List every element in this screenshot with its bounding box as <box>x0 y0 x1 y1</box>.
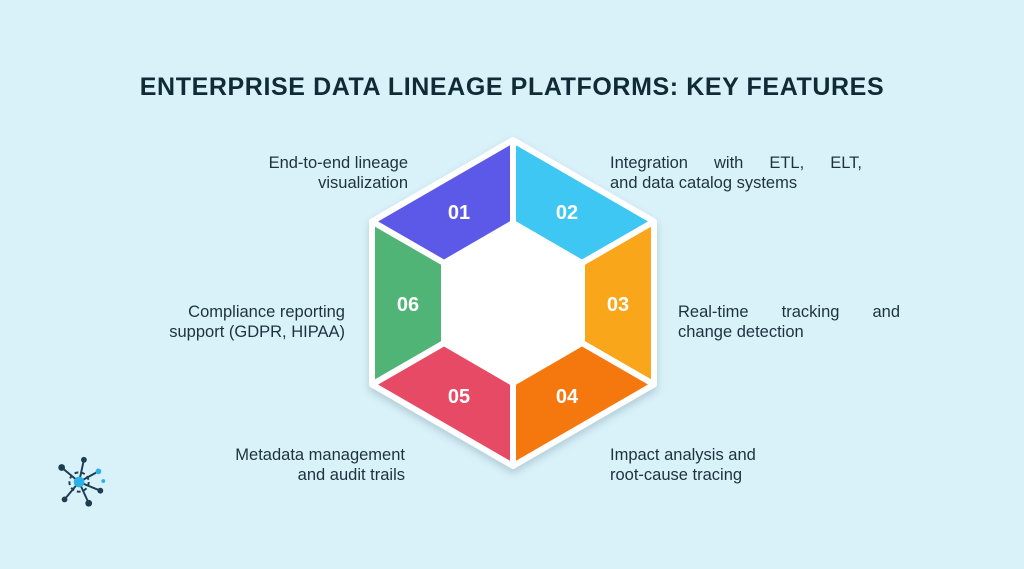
logo-node <box>101 479 106 483</box>
segment-number-02: 02 <box>556 202 578 224</box>
label-compliance-reporting: Compliance reporting support (GDPR, HIPA… <box>95 302 345 342</box>
page-title: ENTERPRISE DATA LINEAGE PLATFORMS: KEY F… <box>139 72 885 101</box>
segment-number-03: 03 <box>607 294 629 316</box>
label-real-time-tracking: Real-time tracking and change detection <box>678 302 900 342</box>
label-line: visualization <box>318 173 408 192</box>
segment-number-01: 01 <box>448 202 470 224</box>
logo-links <box>61 459 101 504</box>
label-metadata-management: Metadata management and audit trails <box>155 445 405 485</box>
segment-number-04: 04 <box>556 386 579 408</box>
label-line: Metadata management <box>235 445 405 464</box>
logo-node <box>58 464 66 471</box>
label-impact-analysis: Impact analysis and root-cause tracing <box>610 445 820 485</box>
label-end-to-end-lineage: End-to-end lineage visualization <box>158 153 408 193</box>
logo-node <box>61 496 68 503</box>
label-line: Compliance reporting <box>188 302 345 321</box>
logo-node <box>85 499 93 507</box>
logo-node <box>95 468 102 475</box>
logo-center-node <box>73 476 85 488</box>
label-line: Impact analysis and <box>610 445 756 464</box>
label-line: and audit trails <box>297 465 405 484</box>
label-line: change detection <box>678 322 804 341</box>
segment-number-06: 06 <box>397 294 419 316</box>
label-line: End-to-end lineage <box>268 153 408 172</box>
brand-logo network-icon <box>58 456 106 507</box>
logo-node <box>81 456 87 463</box>
segment-number-05: 05 <box>448 386 470 408</box>
label-line: Real-time tracking and <box>678 302 900 321</box>
label-line: root-cause tracing <box>610 465 743 484</box>
label-integration-etl: Integration with ETL, ELT, and data cata… <box>610 153 862 193</box>
logo-node <box>97 487 104 494</box>
label-line: support (GDPR, HIPAA) <box>169 322 345 341</box>
label-line: Integration with ETL, ELT, <box>610 153 862 172</box>
label-line: and data catalog systems <box>610 173 798 192</box>
hexagon-center <box>444 223 582 383</box>
